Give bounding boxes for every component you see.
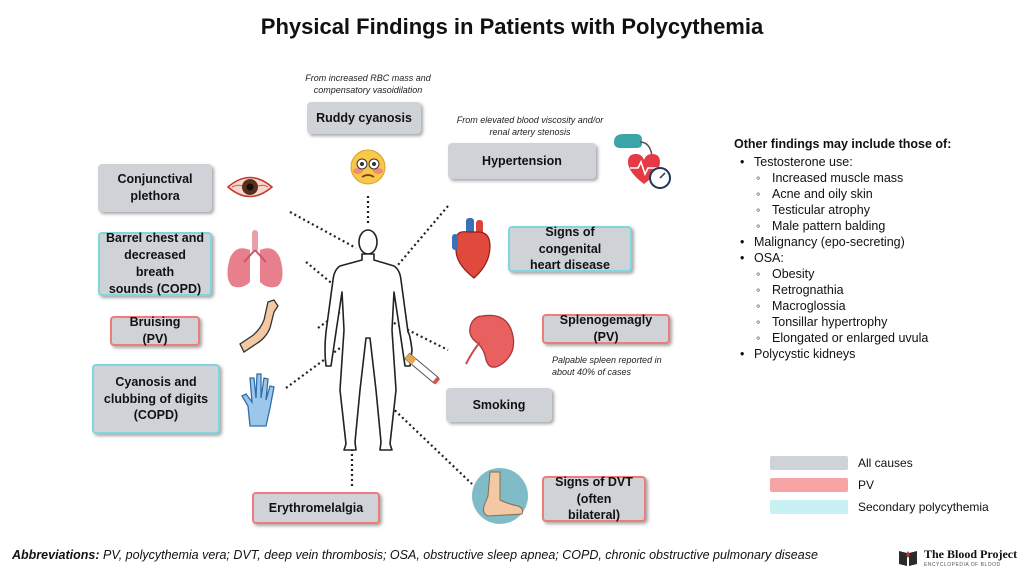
lungs-icon bbox=[227, 230, 283, 288]
congenital-heart-box: Signs of congenital heart disease bbox=[508, 225, 632, 272]
cigarette-icon bbox=[404, 352, 441, 385]
abbreviations-label: Abbreviations: bbox=[12, 548, 100, 562]
brand-logo: The Blood Project ENCYCLOPEDIA OF BLOOD bbox=[898, 547, 1017, 568]
list-item: Polycystic kidneys bbox=[734, 346, 951, 362]
list-item: Male pattern balding bbox=[734, 218, 951, 234]
ruddy-cyanosis-box: Ruddy cyanosis bbox=[307, 102, 421, 134]
eye-icon bbox=[226, 176, 274, 198]
bruising-box: Bruising (PV) bbox=[110, 315, 200, 346]
erythromelalgia-box: Erythromelalgia bbox=[252, 492, 380, 524]
other-findings-heading: Other findings may include those of: bbox=[734, 137, 952, 151]
flushed-face-icon bbox=[350, 149, 386, 185]
list-item: Retrognathia bbox=[734, 282, 951, 298]
list-item: Increased muscle mass bbox=[734, 170, 951, 186]
hypertension-note: From elevated blood viscosity and/or ren… bbox=[456, 115, 604, 138]
ruddy-cyanosis-note: From increased RBC mass and compensatory… bbox=[305, 73, 431, 96]
list-item: Testicular atrophy bbox=[734, 202, 951, 218]
list-item: Malignancy (epo-secreting) bbox=[734, 234, 951, 250]
book-icon bbox=[899, 550, 917, 566]
barrel-chest-box: Barrel chest and decreased breath sounds… bbox=[98, 231, 212, 296]
list-item: Macroglossia bbox=[734, 298, 951, 314]
list-item: Testosterone use: Increased muscle mass … bbox=[734, 154, 951, 234]
legend-swatch-pv bbox=[770, 478, 848, 492]
hand-icon bbox=[241, 373, 275, 427]
cyanosis-clubbing-box: Cyanosis and clubbing of digits (COPD) bbox=[92, 364, 220, 434]
list-item: OSA: Obesity Retrognathia Macroglossia T… bbox=[734, 250, 951, 346]
other-findings: Other findings may include those of: Tes… bbox=[734, 136, 951, 362]
human-figure bbox=[324, 229, 413, 451]
blood-pressure-monitor-icon bbox=[614, 134, 671, 189]
hypertension-box: Hypertension bbox=[448, 143, 596, 179]
dvt-box: Signs of DVT (often bilateral) bbox=[542, 475, 646, 522]
legend-label-pv: PV bbox=[858, 478, 875, 492]
splenomegaly-box: Splenogemagly (PV) bbox=[542, 313, 670, 344]
abbreviations: Abbreviations: PV, polycythemia vera; DV… bbox=[12, 548, 818, 562]
list-item: Obesity bbox=[734, 266, 951, 282]
spleen-icon bbox=[465, 314, 515, 368]
heart-anatomy-icon bbox=[452, 218, 491, 279]
foot-icon bbox=[472, 468, 528, 524]
conjunctival-plethora-box: Conjunctival plethora bbox=[98, 164, 212, 212]
brand-name: The Blood Project bbox=[924, 547, 1018, 561]
splenomegaly-note: Palpable spleen reported in about 40% of… bbox=[552, 355, 662, 378]
smoking-box: Smoking bbox=[446, 388, 552, 422]
arm-icon bbox=[239, 299, 279, 353]
list-item: Tonsillar hypertrophy bbox=[734, 314, 951, 330]
abbreviations-text: PV, polycythemia vera; DVT, deep vein th… bbox=[99, 548, 818, 562]
list-item: Acne and oily skin bbox=[734, 186, 951, 202]
legend-label-all-causes: All causes bbox=[858, 456, 913, 470]
legend-label-secondary: Secondary polycythemia bbox=[858, 500, 989, 514]
legend-swatch-all-causes bbox=[770, 456, 848, 470]
page-title: Physical Findings in Patients with Polyc… bbox=[260, 14, 764, 39]
brand-subtitle: ENCYCLOPEDIA OF BLOOD bbox=[924, 562, 1001, 568]
list-item: Elongated or enlarged uvula bbox=[734, 330, 951, 346]
legend-swatch-secondary bbox=[770, 500, 848, 514]
